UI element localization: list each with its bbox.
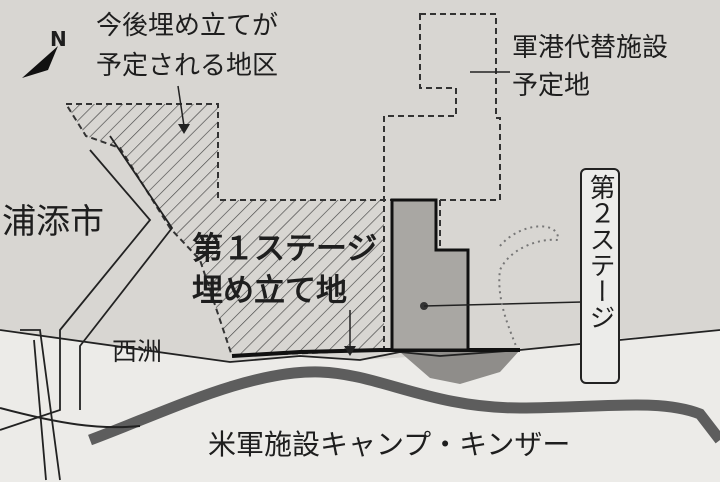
future-reclaim-pointer <box>177 85 185 127</box>
camp-kinser-label: 米軍施設キャンプ・キンザー <box>208 428 571 461</box>
stage2-block <box>390 198 470 352</box>
stage1-label-line1: 第１ステージ <box>192 231 378 267</box>
stage2-label: 第２ステージ <box>585 174 615 330</box>
highway <box>0 407 141 429</box>
military-port-site <box>383 13 501 201</box>
stage1-arrow <box>344 346 356 356</box>
stage1-label-line2: 埋め立て地 <box>192 273 347 309</box>
stage2-leader <box>423 301 583 307</box>
north-label: N <box>50 27 67 51</box>
left-roads <box>0 135 174 481</box>
nishi-su-label: 西洲 <box>112 337 163 366</box>
future-reclaim-label-line2: 予定される地区 <box>96 51 279 81</box>
future-reclaim-label-line1: 今後埋め立てが <box>96 11 279 41</box>
north-arrow: N <box>18 26 74 82</box>
north-arrow-icon <box>22 46 58 78</box>
future-reclaim-arrow <box>178 124 190 134</box>
coastal-land <box>0 330 720 482</box>
rocky-shore <box>400 350 520 384</box>
dotted-cove <box>498 225 560 347</box>
camp-kinser-boundary <box>88 366 720 446</box>
city-label: 浦添市 <box>2 202 104 242</box>
military-port-label-line1: 軍港代替施設 <box>512 33 669 63</box>
stage2-callout: 第２ステージ <box>580 168 620 384</box>
future-reclamation-area <box>64 103 385 358</box>
military-port-label-line2: 予定地 <box>512 71 591 101</box>
